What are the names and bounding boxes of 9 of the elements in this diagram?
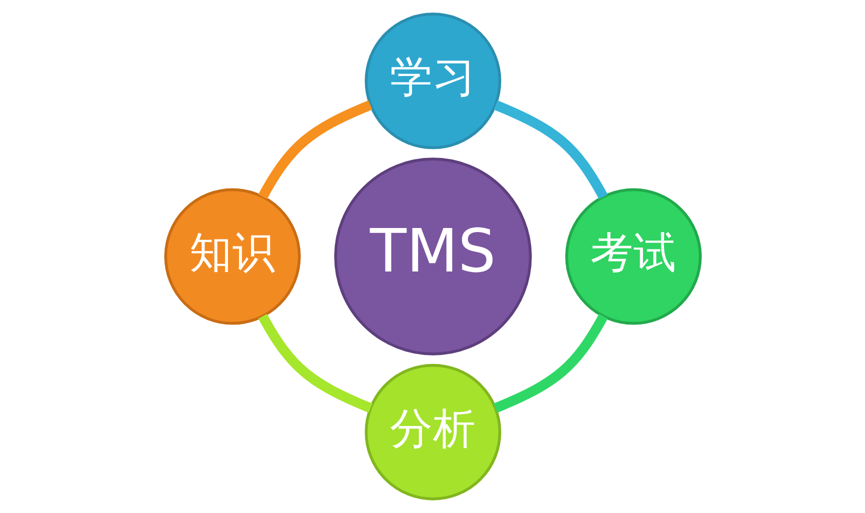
node-circle: TMS — [334, 158, 532, 356]
node-circle: 知识 — [164, 188, 300, 325]
connector — [493, 314, 608, 413]
connector — [258, 314, 372, 413]
node-circle: 学习 — [364, 12, 501, 150]
connector — [258, 100, 372, 200]
connector — [493, 100, 608, 200]
node-circle: 分析 — [364, 364, 501, 500]
node-circle: 考试 — [564, 188, 702, 325]
